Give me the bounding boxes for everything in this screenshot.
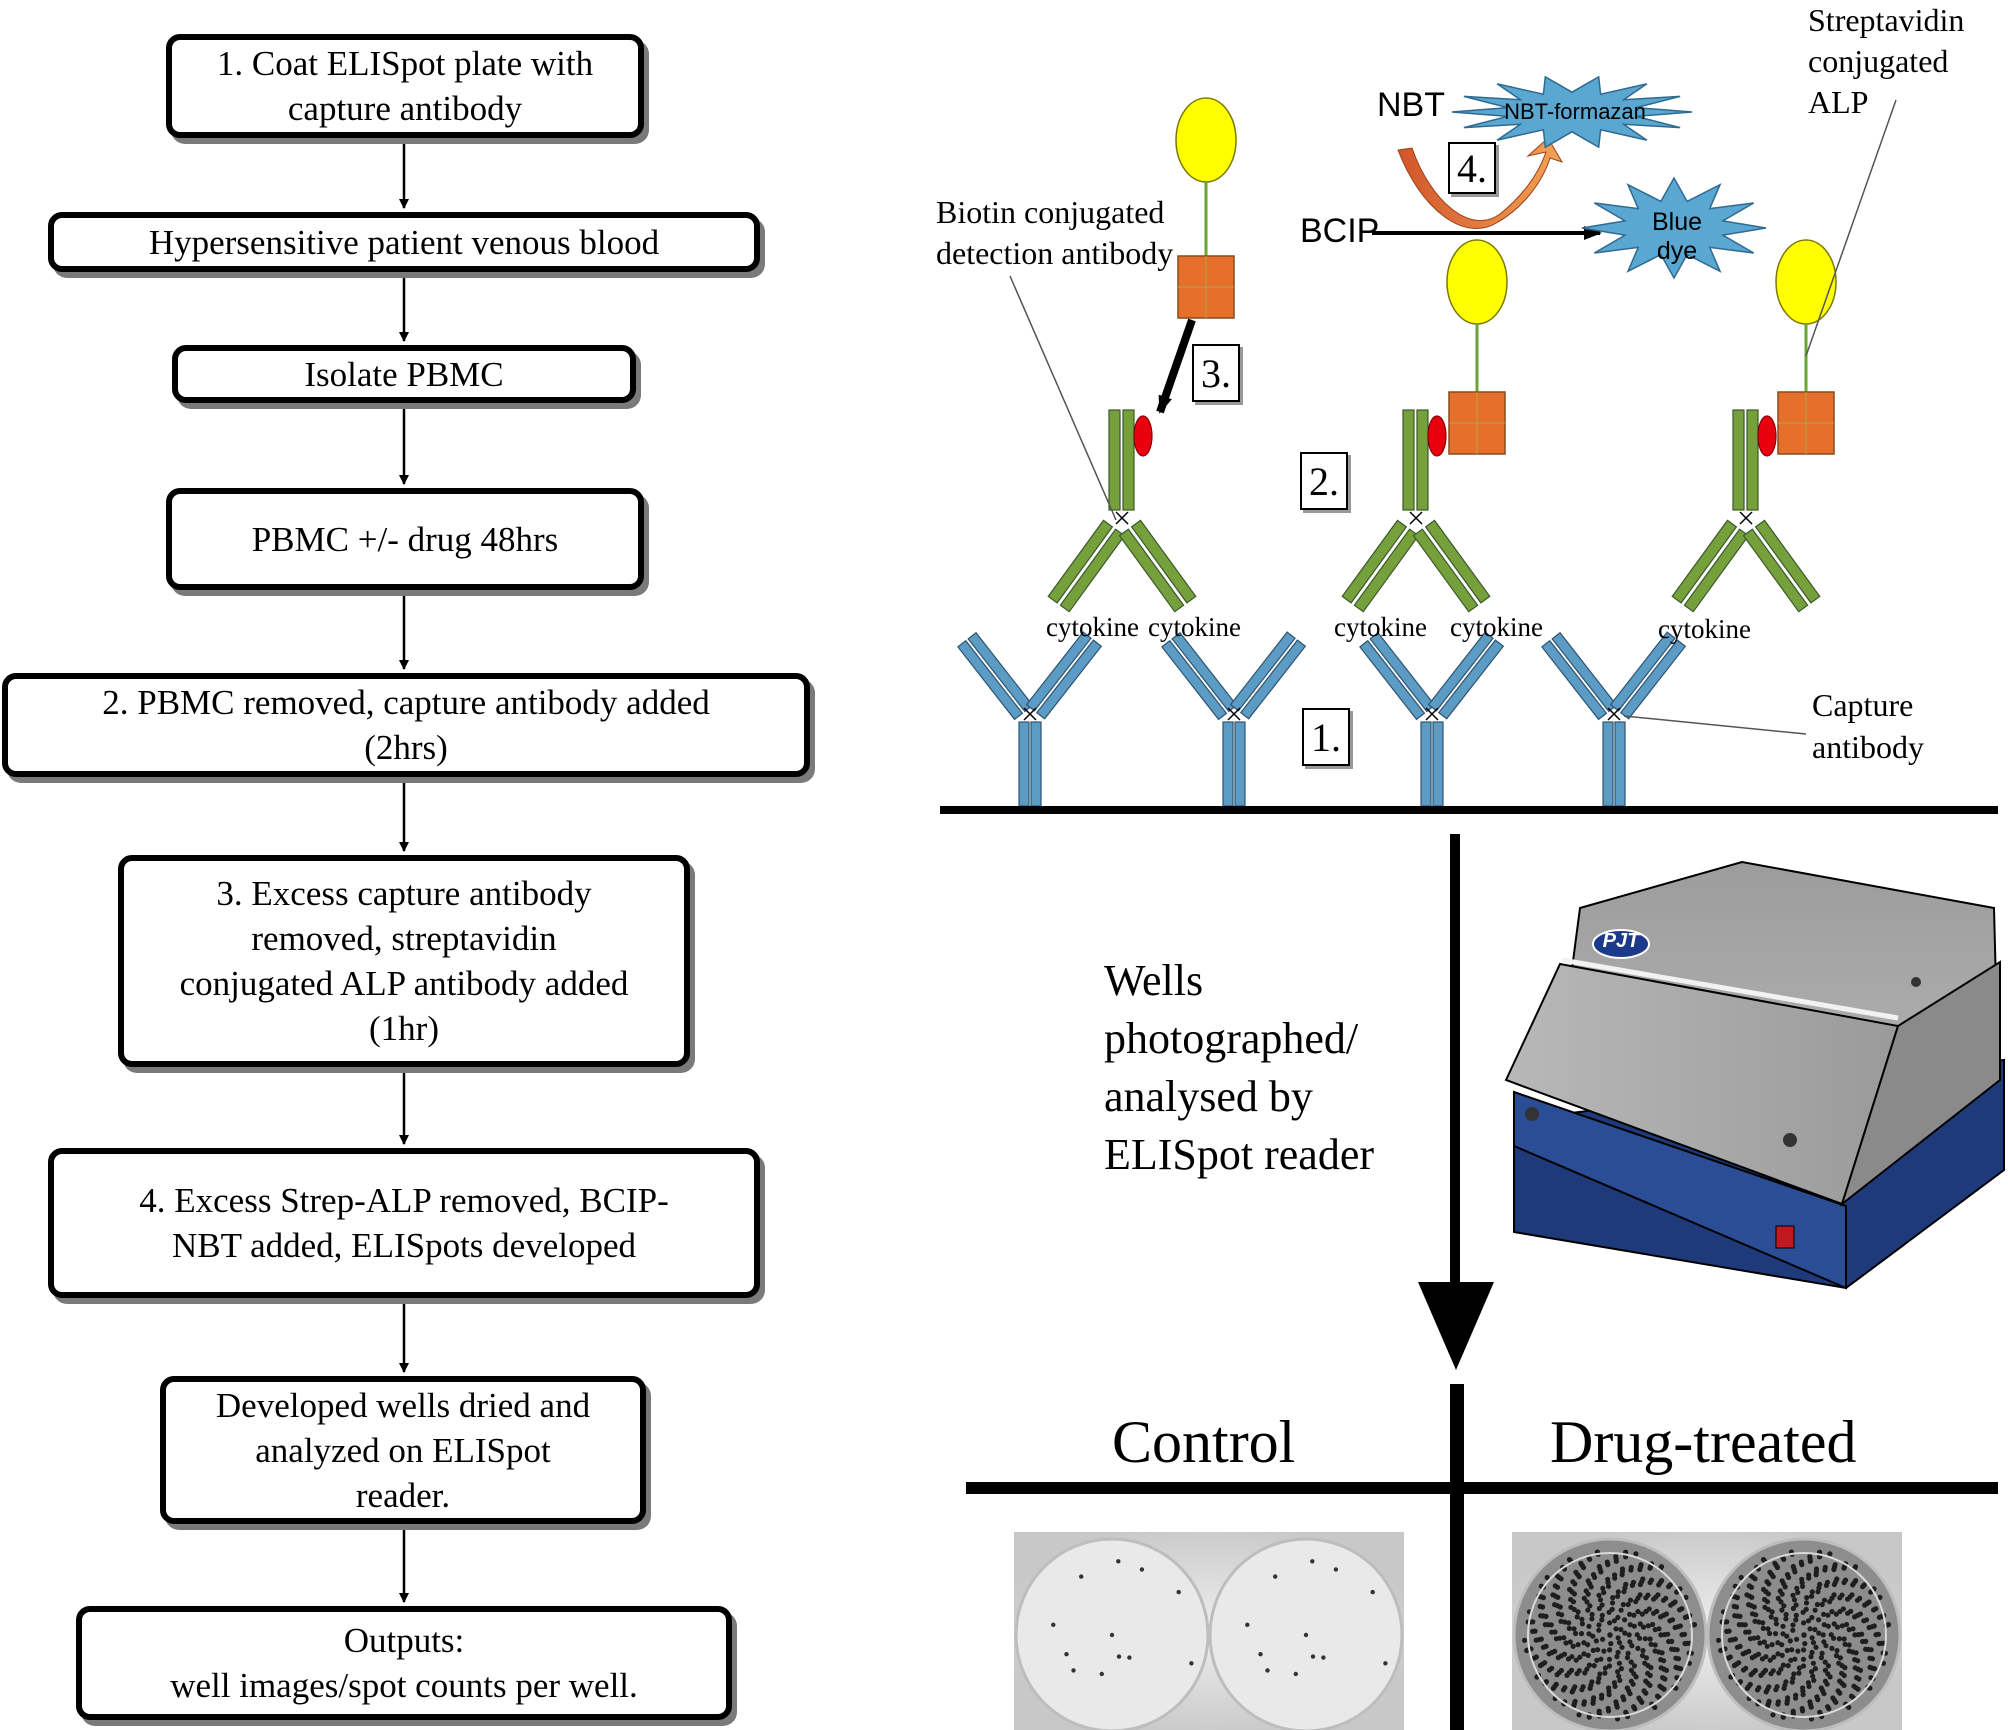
strep-leader-line [1805, 99, 1897, 357]
cytokine-label: cytokine [1046, 612, 1139, 642]
flow-step-outputs: Outputs: well images/spot counts per wel… [76, 1606, 732, 1720]
results-panel [966, 1384, 1998, 1730]
control-heading: Control [1112, 1409, 1296, 1475]
antibody-hinge [1607, 707, 1621, 721]
streptavidin-alp-free [1175, 97, 1237, 319]
cytokine-label: cytokine [1148, 612, 1241, 642]
capture-leader-line [1623, 715, 1807, 735]
flow-step-1: 1. Coat ELISpot plate with capture antib… [166, 34, 644, 138]
capture-antibody [957, 631, 1103, 807]
capture-antibody [1541, 631, 1687, 807]
streptavidin-alp-bound [1775, 239, 1837, 455]
capture-antibody [1161, 631, 1307, 807]
streptavidin-alp-bound [1446, 239, 1508, 455]
antibody-hinge [1409, 511, 1423, 525]
nbt-curved-arrow [1397, 137, 1564, 229]
flow-step-2: 2. PBMC removed, capture antibody added … [2, 673, 810, 777]
detection-antibody [1047, 409, 1197, 613]
assay-step-1-marker: 1. [1302, 708, 1350, 766]
bcip-label: BCIP [1300, 212, 1380, 250]
cytokine-label: cytokine [1334, 612, 1427, 642]
results-horizontal-divider [966, 1482, 1998, 1494]
assay-step-4-marker: 4. [1448, 142, 1496, 194]
capture-antibody [1359, 631, 1505, 807]
pjt-logo-badge [1592, 929, 1650, 959]
nbt-label: NBT [1377, 86, 1445, 124]
nbt-formazan-label: NBT-formazan [1504, 99, 1646, 124]
flow-step-isolate: Isolate PBMC [172, 345, 636, 403]
power-switch [1775, 1225, 1795, 1249]
cytokine-label: cytokine [1450, 612, 1543, 642]
elispot-reader-illustration [1418, 834, 2005, 1370]
cytokine-label: cytokine [1658, 614, 1751, 644]
down-arrow-shaft [1450, 834, 1460, 1334]
down-arrow-head [1418, 1282, 1494, 1370]
biotin-detection-label: Biotin conjugated detection antibody [936, 194, 1174, 271]
streptavidin-alp-label: Streptavidin conjugated ALP [1808, 2, 1965, 120]
assay-step-2-marker: 2. [1300, 452, 1348, 510]
plate-surface [940, 806, 1998, 814]
blue-dye-burst [1581, 176, 1767, 280]
biotin-dot [1757, 415, 1777, 457]
alp-enzyme [1775, 239, 1837, 325]
reader-knob [1783, 1133, 1797, 1147]
assay-illustration [940, 75, 1998, 814]
drug-treated-well-image [1512, 1532, 1902, 1730]
flow-step-blood: Hypersensitive patient venous blood [48, 212, 760, 272]
antibody-hinge [1425, 707, 1439, 721]
antibody-hinge [1115, 511, 1129, 525]
detection-antibody [1671, 409, 1821, 613]
reader-side-panel [1840, 960, 2001, 1207]
reader-highlight [1561, 957, 1899, 1021]
flow-step-3: 3. Excess capture antibody removed, stre… [118, 855, 690, 1067]
antibody-hinge [1739, 511, 1753, 525]
control-well-image [1014, 1532, 1404, 1730]
flow-step-read: Developed wells dried and analyzed on EL… [160, 1376, 646, 1524]
reader-knob [1525, 1107, 1539, 1121]
flow-step-4: 4. Excess Strep-ALP removed, BCIP- NBT a… [48, 1148, 760, 1298]
pjt-logo: PJT [1602, 930, 1640, 952]
biotin-leader-line [1009, 275, 1117, 521]
capture-antibody-label: Capture antibody [1812, 687, 1924, 765]
nbt-formazan-burst [1451, 75, 1693, 149]
detection-antibody [1341, 409, 1491, 613]
results-vertical-divider [1450, 1384, 1464, 1730]
reader-knob [1911, 977, 1921, 987]
assay-step-3-marker: 3. [1192, 344, 1240, 402]
flow-step-incubate: PBMC +/- drug 48hrs [166, 488, 644, 590]
alp-enzyme [1175, 97, 1237, 183]
biotin-dot [1133, 415, 1153, 457]
step-3-arrow [1156, 318, 1196, 414]
reader-base-front [1513, 1090, 1847, 1290]
reader-caption: Wells photographed/ analysed by ELISpot … [1104, 956, 1374, 1179]
blue-dye-label: Blue dye [1651, 208, 1703, 265]
drug-treated-heading: Drug-treated [1550, 1409, 1857, 1475]
antibody-hinge [1023, 707, 1037, 721]
biotin-dot [1427, 415, 1447, 457]
alp-enzyme [1446, 239, 1508, 325]
antibody-hinge [1227, 707, 1241, 721]
